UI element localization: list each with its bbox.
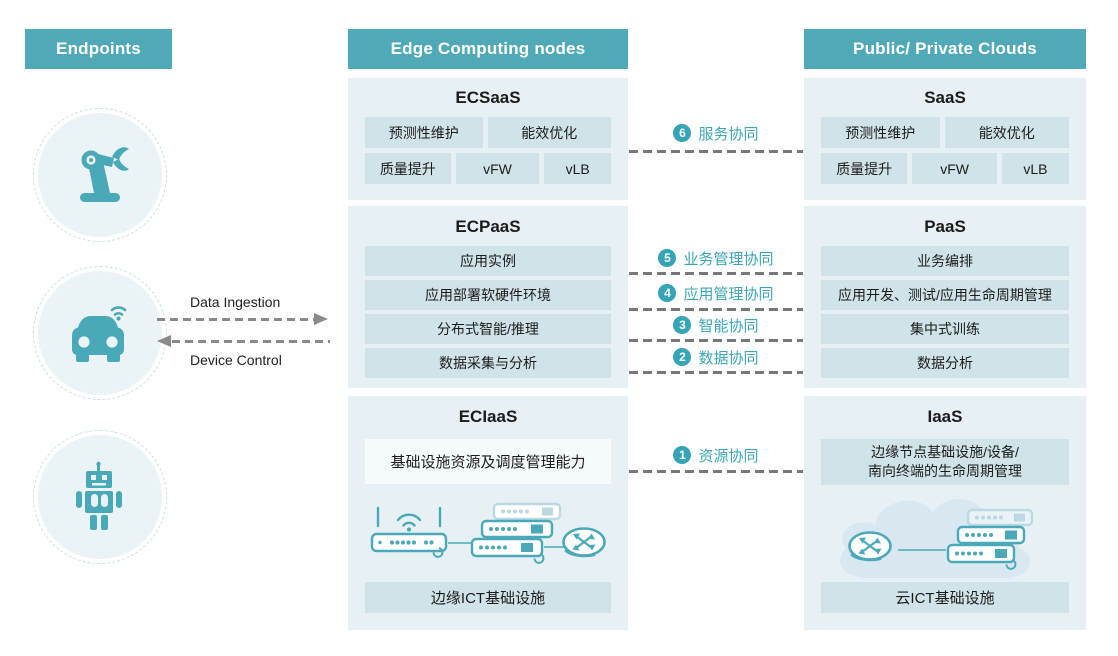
ecpaas-row-data-collection: 数据采集与分析	[365, 348, 611, 378]
dashed-connector-line	[629, 371, 803, 374]
collab-intelligence: 3 智能协同	[628, 315, 804, 335]
collab-intelligence-label: 智能协同	[698, 317, 759, 335]
paas-row-centralized-training: 集中式训练	[821, 314, 1069, 344]
ecsaas-cell-vfw: vFW	[455, 153, 540, 184]
ecsaas-panel: ECSaaS 预测性维护 能效优化 质量提升 vFW vLB	[348, 78, 628, 200]
ecsaas-cell-energy-optimization: 能效优化	[487, 117, 611, 148]
paas-row-data-analysis: 数据分析	[821, 348, 1069, 378]
number-badge-icon: 5	[658, 249, 677, 267]
saas-title: SaaS	[924, 88, 966, 107]
saas-cell-predictive-maintenance: 预测性维护	[821, 117, 940, 148]
robot-arm-glyph	[80, 147, 129, 202]
robot-glyph	[76, 461, 122, 530]
data-ingestion-label: Data Ingestion	[190, 294, 281, 310]
paas-panel: PaaS 业务编排 应用开发、测试/应用生命周期管理 集中式训练 数据分析	[804, 206, 1086, 388]
ecsaas-cell-quality-improvement: 质量提升	[365, 153, 451, 184]
device-control-arrow-line	[172, 340, 330, 343]
edge-network-devices-glyph	[370, 502, 606, 564]
robot-icon	[33, 430, 167, 564]
saas-panel: SaaS 预测性维护 能效优化 质量提升 vFW vLB	[804, 78, 1086, 200]
ecpaas-title: ECPaaS	[455, 217, 521, 236]
saas-cell-quality-improvement: 质量提升	[821, 153, 908, 184]
dashed-connector-line	[629, 150, 803, 153]
saas-cell-vfw: vFW	[912, 153, 997, 184]
cloud-network-devices-icon	[822, 488, 1068, 585]
number-badge-icon: 1	[673, 446, 692, 464]
saas-cell-energy-optimization: 能效优化	[944, 117, 1069, 148]
dashed-connector-line	[629, 470, 803, 473]
collab-app-mgmt-label: 应用管理协同	[683, 285, 774, 303]
arrow-right-icon	[314, 313, 328, 325]
number-badge-icon: 6	[673, 124, 692, 142]
cloud-network-devices-glyph	[840, 499, 1034, 578]
public-private-clouds-header: Public/ Private Clouds	[804, 29, 1086, 69]
iaas-title: IaaS	[927, 407, 963, 426]
paas-row-business-orchestration: 业务编排	[821, 246, 1069, 276]
saas-cell-vlb: vLB	[1001, 153, 1069, 184]
ecpaas-panel: ECPaaS 应用实例 应用部署软硬件环境 分布式智能/推理 数据采集与分析	[348, 206, 628, 388]
connected-car-glyph	[72, 306, 127, 362]
endpoints-header: Endpoints	[25, 29, 172, 69]
ecpaas-row-distributed-intelligence: 分布式智能/推理	[365, 314, 611, 344]
ecpaas-row-app-instances: 应用实例	[365, 246, 611, 276]
arrow-left-icon	[157, 335, 171, 347]
dashed-connector-line	[629, 308, 803, 311]
ecpaas-row-deployment-env: 应用部署软硬件环境	[365, 280, 611, 310]
number-badge-icon: 4	[658, 284, 677, 302]
collab-resource: 1 资源协同	[628, 445, 804, 465]
number-badge-icon: 3	[673, 316, 692, 334]
edge-network-devices-icon	[370, 498, 606, 579]
connected-car-icon	[33, 266, 167, 400]
paas-row-app-dev-lifecycle: 应用开发、测试/应用生命周期管理	[821, 280, 1069, 310]
robot-arm-icon	[33, 108, 167, 242]
ecsaas-cell-vlb: vLB	[544, 153, 611, 184]
eciaas-title: ECIaaS	[458, 407, 518, 426]
iaas-capability-line1: 边缘节点基础设施/设备/	[871, 444, 1019, 460]
collab-app-mgmt: 4 应用管理协同	[628, 283, 804, 303]
collab-service: 6 服务协同	[628, 123, 804, 143]
paas-title: PaaS	[924, 217, 966, 236]
number-badge-icon: 2	[673, 348, 692, 366]
iaas-capability-row: 边缘节点基础设施/设备/ 南向终端的生命周期管理	[821, 439, 1069, 485]
collab-data: 2 数据协同	[628, 347, 804, 367]
collab-business-mgmt: 5 业务管理协同	[628, 248, 804, 268]
iaas-capability-line2: 南向终端的生命周期管理	[868, 463, 1022, 479]
collab-service-label: 服务协同	[698, 125, 759, 143]
eciaas-capability-row: 基础设施资源及调度管理能力	[365, 439, 611, 484]
edge-computing-nodes-header: Edge Computing nodes	[348, 29, 628, 69]
eciaas-panel: ECIaaS 基础设施资源及调度管理能力	[348, 396, 628, 630]
device-control-label: Device Control	[190, 352, 282, 368]
dashed-connector-line	[629, 272, 803, 275]
edge-ict-infra-label: 边缘ICT基础设施	[365, 582, 611, 613]
cloud-ict-infra-label: 云ICT基础设施	[821, 582, 1069, 613]
ecsaas-cell-predictive-maintenance: 预测性维护	[365, 117, 483, 148]
ecsaas-title: ECSaaS	[455, 88, 521, 107]
collab-resource-label: 资源协同	[698, 447, 759, 465]
collab-data-label: 数据协同	[698, 349, 759, 367]
iaas-panel: IaaS 边缘节点基础设施/设备/ 南向终端的生命周期管理	[804, 396, 1086, 630]
dashed-connector-line	[629, 339, 803, 342]
data-ingestion-arrow-line	[157, 318, 315, 321]
collab-business-mgmt-label: 业务管理协同	[683, 250, 774, 268]
